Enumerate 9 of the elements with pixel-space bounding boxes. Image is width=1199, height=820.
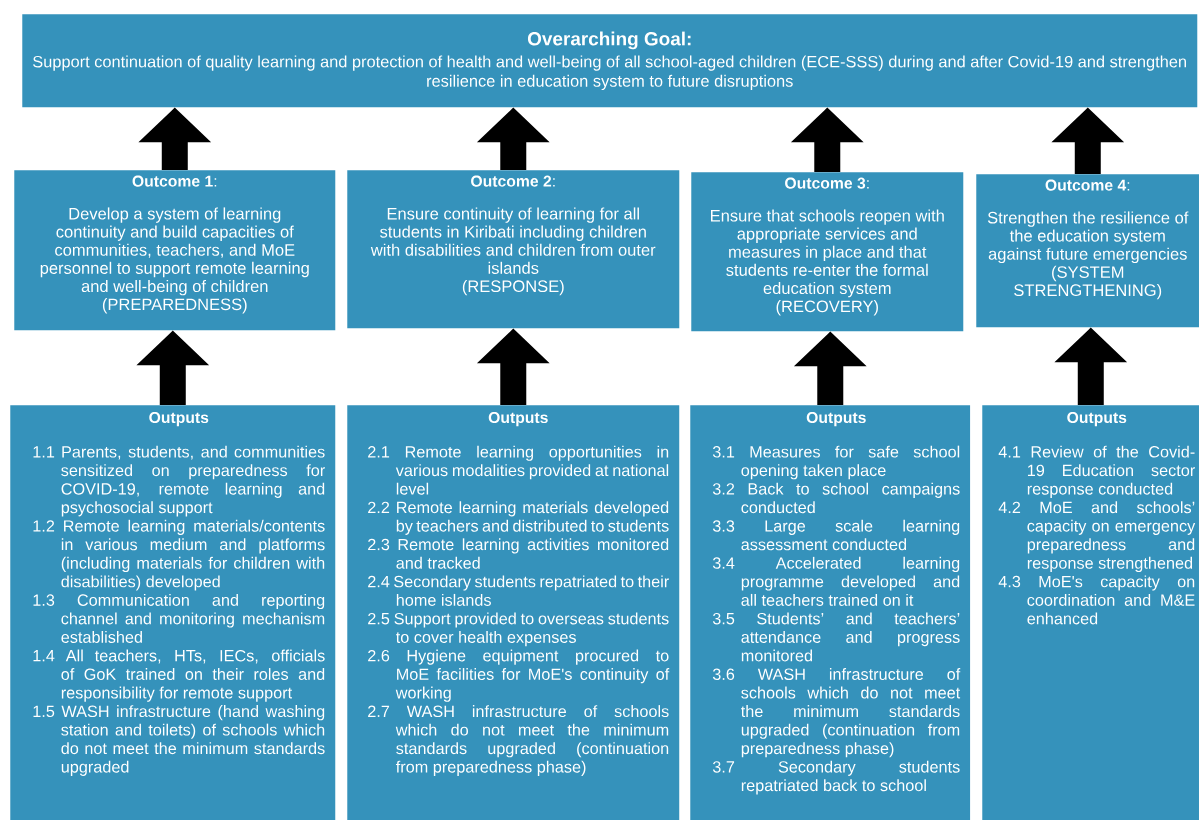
outputs-box: Outputs 2.1 Remote learning opportunities in various modalities provided at national level 2.2 Remote learning materials developed by teachers and distributed to students 2.3 Remote learning activities monitored and tracked 2.4 Secondary students repatriated to their home islands 2.5 Support provided to overseas students to cover health expenses 2.6 Hygiene equipment procured to MoE facilities for MoE's continuity of working 2.7 WASH infrastructure of schools which do not meet the minimum standards upgraded (continuation from preparedness phase) — [347, 405, 680, 820]
outputs-box: Outputs 3.1 Measures for safe school opening taken place 3.2 Back to school campaigns conducted 3.3 Large scale learning assessment conducted 3.4 Accelerated learning programme developed and all teachers trained on it 3.5 Students’ and teachers’ attendance and progress monitored 3.6 WASH infrastructure of schools which do not meet the minimum standards upgraded (continuation from preparedness phase) 3.7 Secondary students repatriated back to school — [690, 405, 971, 820]
outputs-box: Outputs 1.1 Parents, students, and communities sensitized on preparedness for COVID-19, remote learning and psychosocial support 1.2 Remote learning materials/contents in various medium and platforms (including materials for children with disabilities) developed 1.3 Communication and reporting channel and monitoring mechanism established 1.4 All teachers, HTs, IECs, officials of GoK trained on their roles and responsibility for remote support 1.5 WASH infrastructure (hand washing station and toilets) of schools which do not meet the minimum standards upgraded — [10, 405, 336, 820]
outcome-box: Outcome 4: Strengthen the resilience of the education system against future emergencies (SYSTEM STRENGTHENING) — [976, 174, 1199, 328]
goal-box: Overarching Goal: Support continuation of quality learning and protection of health and well-being of all school-aged children (ECE-SSS) during and after Covid-19 and strengthen resilience in education system to future disruptions — [22, 14, 1198, 108]
outcome-box: Outcome 1: Develop a system of learning continuity and build capacities of communities, teachers, and MoE personnel to support remote learning and well-being of children (PREPAREDNESS) — [14, 170, 336, 331]
outputs-box: Outputs 4.1 Review of the Covid-19 Education sector response conducted 4.2 MoE and schools’ capacity on emergency preparedness and response strengthened 4.3 MoE's capacity on coordination and M&E enhanced — [982, 405, 1199, 820]
outcome-box: Outcome 2: Ensure continuity of learning for all students in Kiribati including children with disabilities and children from outer islands (RESPONSE) — [347, 170, 680, 329]
outcome-box: Outcome 3: Ensure that schools reopen with appropriate services and measures in place and that students re-enter the formal education system (RECOVERY) — [691, 172, 964, 332]
